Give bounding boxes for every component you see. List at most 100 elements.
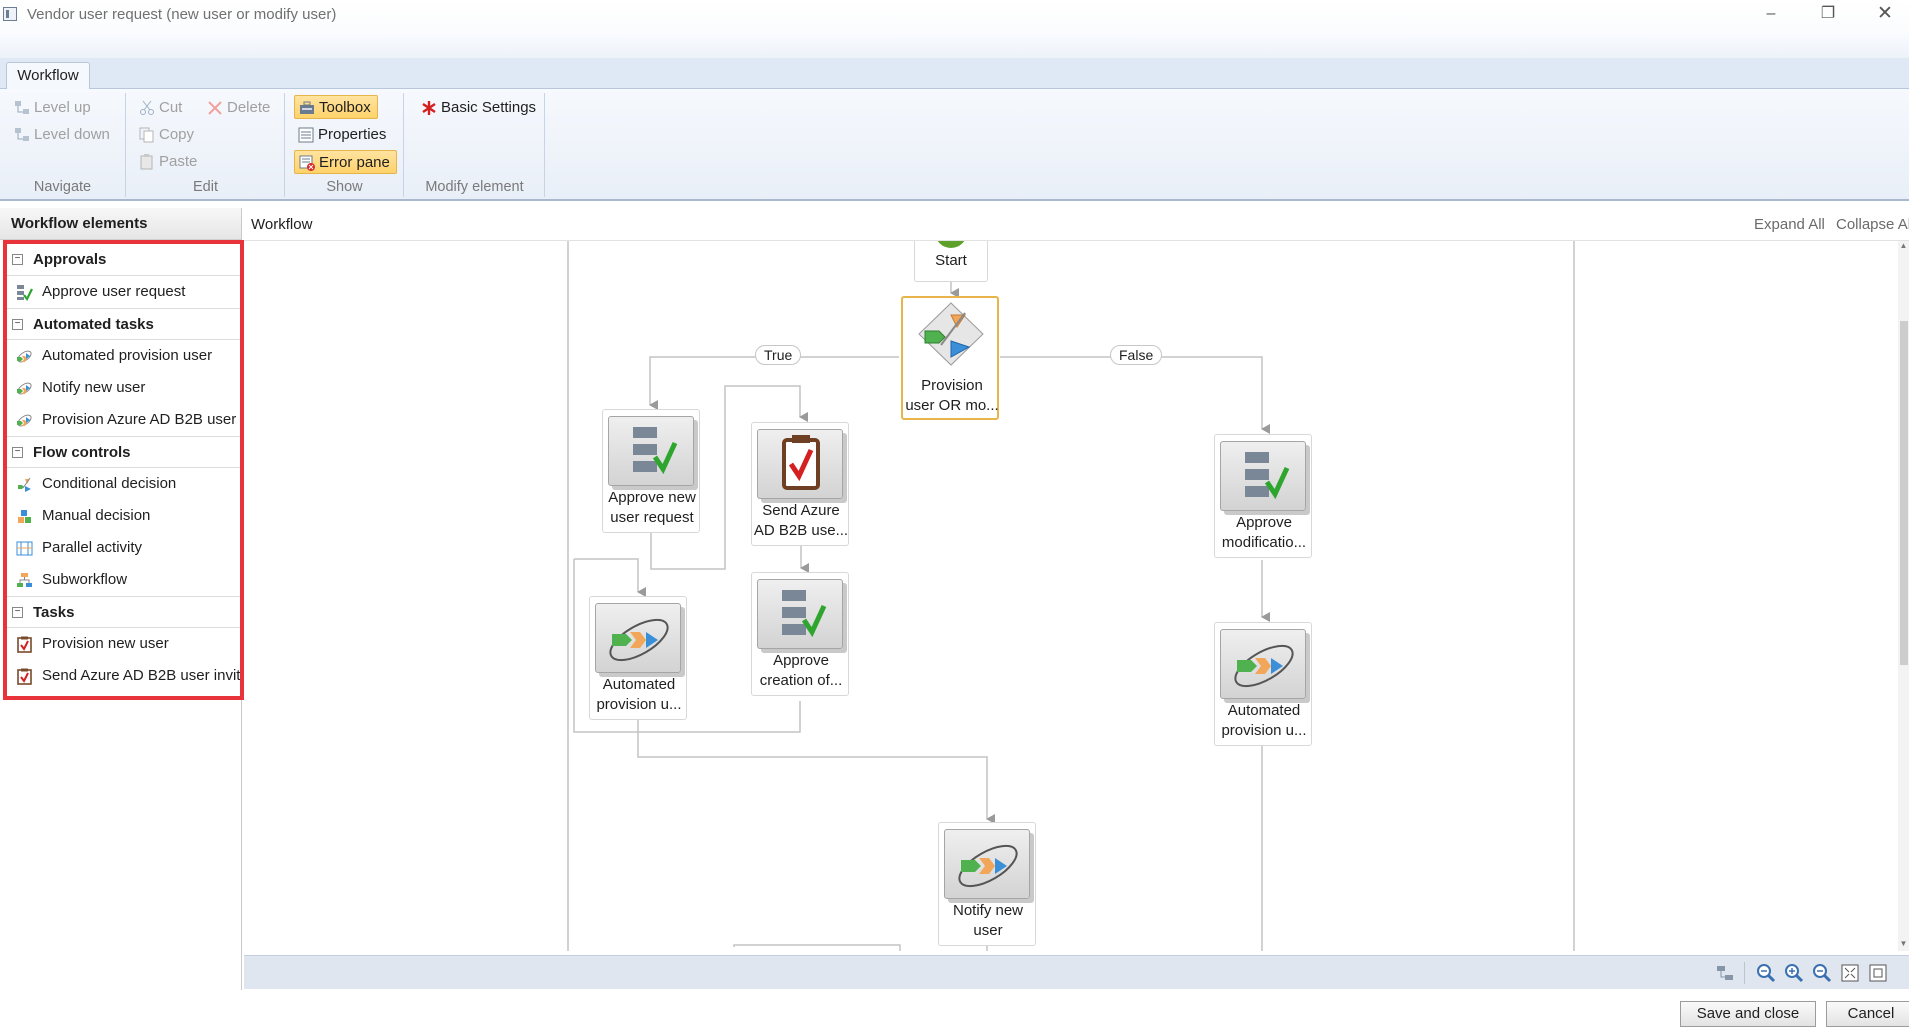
toolbar-divider <box>1744 962 1745 984</box>
level-up-icon <box>15 101 29 114</box>
category-approvals[interactable]: − Approvals <box>7 244 240 276</box>
manual-decision-icon <box>18 510 31 523</box>
layout-icon[interactable] <box>1715 963 1735 983</box>
automated-task-icon <box>17 350 32 363</box>
properties-button[interactable]: Properties <box>294 123 392 147</box>
collapse-toggle-icon[interactable]: − <box>12 254 23 265</box>
delete-label: Delete <box>227 99 271 116</box>
ribbon-group-modify: Basic Settings Modify element <box>405 93 545 197</box>
save-and-close-button[interactable]: Save and close <box>1680 1001 1816 1027</box>
collapse-toggle-icon[interactable]: − <box>12 607 23 618</box>
element-parallel-activity[interactable]: Parallel activity <box>7 532 240 564</box>
conditional-decision-icon <box>918 302 984 366</box>
level-up-button[interactable]: Level up <box>10 96 97 120</box>
paste-label: Paste <box>159 153 198 170</box>
element-label: Notify new user <box>42 379 146 396</box>
error-pane-icon <box>299 155 315 171</box>
start-node[interactable]: Start <box>914 241 988 282</box>
group-label-navigate: Navigate <box>33 179 92 195</box>
properties-icon <box>298 127 314 143</box>
canvas-toolbar <box>244 955 1909 989</box>
element-provision-new-user[interactable]: Provision new user <box>7 628 240 660</box>
element-provision-azure-ad-b2b-user[interactable]: Provision Azure AD B2B user <box>7 404 240 436</box>
paste-icon <box>140 154 153 170</box>
delete-button[interactable]: Delete <box>203 96 276 120</box>
category-label: Tasks <box>33 604 75 621</box>
basic-settings-button[interactable]: Basic Settings <box>417 96 542 120</box>
scissors-icon <box>140 100 154 115</box>
dialog-footer: Save and close Cancel <box>0 990 1909 1027</box>
title-bar-band <box>0 32 1909 58</box>
copy-button[interactable]: Copy <box>135 123 200 147</box>
element-manual-decision[interactable]: Manual decision <box>7 500 240 532</box>
approval-icon <box>17 285 33 301</box>
element-label: Parallel activity <box>42 539 143 556</box>
ribbon-tab-strip: Workflow <box>0 58 1909 90</box>
scroll-down-arrow-icon[interactable]: ▼ <box>1899 939 1908 948</box>
automated-task-icon <box>1220 629 1306 699</box>
group-label-modify: Modify element <box>425 179 524 195</box>
cut-button[interactable]: Cut <box>135 96 188 120</box>
element-conditional-decision[interactable]: Conditional decision <box>7 468 240 500</box>
category-label: Flow controls <box>33 444 131 461</box>
level-up-label: Level up <box>34 99 91 116</box>
collapse-toggle-icon[interactable]: − <box>12 319 23 330</box>
copy-label: Copy <box>159 126 195 143</box>
minimize-button[interactable]: – <box>1766 5 1776 22</box>
approval-icon <box>1220 441 1306 511</box>
zoom-in-icon[interactable] <box>1784 963 1804 983</box>
close-button[interactable]: ✕ <box>1877 3 1893 24</box>
workflow-elements-pane: Workflow elements − Approvals Approve us… <box>0 208 244 990</box>
element-automated-provision-user[interactable]: Automated provision user <box>7 340 240 372</box>
workflow-elements-list: − Approvals Approve user request − Autom… <box>3 240 244 700</box>
collapse-toggle-icon[interactable]: − <box>12 447 23 458</box>
category-tasks[interactable]: − Tasks <box>7 596 240 628</box>
tab-workflow[interactable]: Workflow <box>6 62 90 90</box>
basic-settings-label: Basic Settings <box>441 99 537 116</box>
start-circle-icon <box>935 241 967 248</box>
expand-all-link[interactable]: Expand All <box>1754 216 1825 233</box>
element-notify-new-user[interactable]: Notify new user <box>7 372 240 404</box>
error-pane-button[interactable]: Error pane <box>294 150 397 174</box>
element-label: Provision Azure AD B2B user <box>42 411 237 428</box>
canvas-vertical-scrollbar[interactable]: ▲ ▼ <box>1898 241 1909 951</box>
element-approve-user-request[interactable]: Approve user request <box>7 276 240 308</box>
scrollbar-thumb[interactable] <box>1900 321 1908 665</box>
task-clipboard-icon <box>757 429 843 499</box>
title-bar: Vendor user request (new user or modify … <box>0 0 1909 32</box>
paste-button[interactable]: Paste <box>135 150 203 174</box>
subworkflow-icon <box>17 573 32 587</box>
task-clipboard-icon <box>17 636 32 653</box>
element-subworkflow[interactable]: Subworkflow <box>7 564 240 596</box>
element-label: Provision new user <box>42 635 169 652</box>
category-flow-controls[interactable]: − Flow controls <box>7 436 240 468</box>
level-down-button[interactable]: Level down <box>10 123 116 147</box>
element-label: Subworkflow <box>42 571 128 588</box>
category-automated-tasks[interactable]: − Automated tasks <box>7 308 240 340</box>
cancel-button[interactable]: Cancel <box>1826 1001 1909 1027</box>
maximize-button[interactable]: ❐ <box>1820 5 1836 22</box>
fit-to-window-icon[interactable] <box>1840 963 1860 983</box>
zoom-out-icon[interactable] <box>1812 963 1832 983</box>
element-send-azure-ad-b2b-user-invitation[interactable]: Send Azure AD B2B user invita <box>7 660 240 692</box>
automated-task-icon <box>595 603 681 673</box>
actual-size-icon[interactable] <box>1868 963 1888 983</box>
toolbox-button[interactable]: Toolbox <box>294 95 378 119</box>
zoom-fit-icon[interactable] <box>1756 963 1776 983</box>
collapse-all-link[interactable]: Collapse Al <box>1836 216 1909 233</box>
scroll-up-arrow-icon[interactable]: ▲ <box>1899 241 1908 250</box>
